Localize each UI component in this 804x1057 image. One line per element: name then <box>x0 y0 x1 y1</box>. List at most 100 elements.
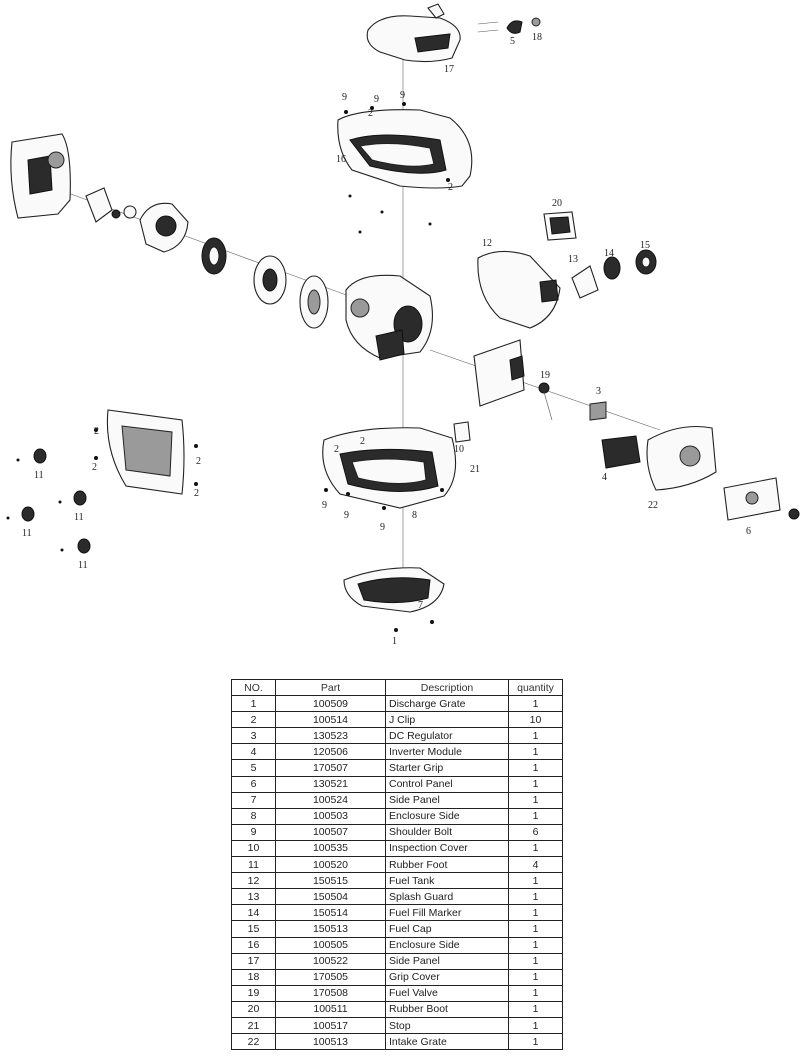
part-inspection-cover <box>453 421 471 443</box>
cell-no: 12 <box>231 872 276 890</box>
callout-2: 2 <box>368 108 373 119</box>
part-cooling-fan <box>299 275 329 329</box>
callout-9: 9 <box>380 522 385 533</box>
cell-quantity: 1 <box>508 872 563 890</box>
callout-21: 21 <box>470 464 480 475</box>
cell-part: 100505 <box>275 936 386 954</box>
callout-16: 16 <box>336 154 346 165</box>
header-no: NO. <box>231 678 276 697</box>
callout-14: 14 <box>604 248 614 259</box>
part-rubber-boot <box>543 211 577 241</box>
cell-description: Inspection Cover <box>385 839 509 858</box>
cell-no: 9 <box>231 823 276 841</box>
cell-part: 150504 <box>275 888 386 906</box>
callout-2: 2 <box>196 456 201 467</box>
cell-no: 19 <box>231 984 276 1002</box>
cell-part: 170505 <box>275 968 386 986</box>
callout-11: 11 <box>78 560 88 571</box>
cell-quantity: 1 <box>508 936 563 954</box>
part-discharge-grate <box>343 567 445 613</box>
callout-9: 9 <box>400 90 405 101</box>
part-inverter-module <box>601 435 641 469</box>
cell-no: 7 <box>231 791 276 809</box>
cell-part: 100509 <box>275 695 386 713</box>
cell-no: 6 <box>231 775 276 793</box>
cell-description: Shoulder Bolt <box>385 823 509 841</box>
callout-1: 1 <box>392 636 397 647</box>
callout-9: 9 <box>342 92 347 103</box>
callout-3: 3 <box>596 386 601 397</box>
cell-no: 21 <box>231 1016 276 1035</box>
cell-description: Starter Grip <box>385 759 509 777</box>
exploded-parts-diagram: 17 5 18 9 2 9 9 16 2 20 12 13 14 15 19 3… <box>6 3 800 647</box>
callout-9: 9 <box>322 500 327 511</box>
cell-description: Intake Grate <box>385 1033 509 1051</box>
cell-no: 1 <box>231 695 276 713</box>
cell-description: Fuel Cap <box>385 920 509 938</box>
part-enclosure-side-top <box>337 109 473 189</box>
cell-part: 100524 <box>275 791 386 809</box>
part-starter-grip <box>477 20 523 34</box>
cell-part: 100514 <box>275 711 386 729</box>
cell-part: 150514 <box>275 904 386 922</box>
part-fuel-cap <box>635 249 657 275</box>
header-description: Description <box>385 678 509 697</box>
cell-description: Enclosure Side <box>385 807 509 825</box>
cell-quantity: 1 <box>508 759 563 777</box>
cell-quantity: 1 <box>508 839 563 858</box>
cell-no: 5 <box>231 759 276 777</box>
cell-quantity: 1 <box>508 920 563 938</box>
hardware-bolts <box>6 102 450 632</box>
cell-part: 100517 <box>275 1016 386 1035</box>
cell-part: 100511 <box>275 1000 386 1018</box>
cell-quantity: 1 <box>508 888 563 906</box>
cell-quantity: 1 <box>508 968 563 986</box>
part-dc-regulator <box>589 401 607 421</box>
callout-11: 11 <box>34 470 44 481</box>
cell-quantity: 6 <box>508 823 563 841</box>
cell-quantity: 10 <box>508 711 563 729</box>
cell-no: 14 <box>231 904 276 922</box>
callout-12: 12 <box>482 238 492 249</box>
cell-description: Fuel Tank <box>385 872 509 890</box>
cell-quantity: 4 <box>508 856 563 874</box>
cell-description: Discharge Grate <box>385 695 509 713</box>
cell-quantity: 1 <box>508 1033 563 1051</box>
table-header-row: NO. Part Description quantity <box>231 678 563 697</box>
cell-description: Fuel Fill Marker <box>385 904 509 922</box>
callout-20: 20 <box>552 198 562 209</box>
part-side-panel-left <box>106 409 185 495</box>
cell-description: Fuel Valve <box>385 984 509 1002</box>
cell-no: 17 <box>231 952 276 970</box>
cell-description: Rubber Foot <box>385 856 509 874</box>
cell-quantity: 1 <box>508 775 563 793</box>
part-control-panel <box>723 477 800 521</box>
cell-no: 22 <box>231 1033 276 1051</box>
callout-11: 11 <box>74 512 84 523</box>
part-grip-cover <box>531 17 541 27</box>
cell-no: 3 <box>231 727 276 745</box>
part-fuel-tank <box>477 250 561 329</box>
callout-10: 10 <box>454 444 464 455</box>
callout-9: 9 <box>374 94 379 105</box>
cell-description: Splash Guard <box>385 888 509 906</box>
cell-part: 130523 <box>275 727 386 745</box>
part-side-panel-top <box>366 3 461 63</box>
callout-2: 2 <box>360 436 365 447</box>
callout-11: 11 <box>22 528 32 539</box>
cell-quantity: 1 <box>508 727 563 745</box>
part-fan-housing <box>85 187 137 223</box>
cell-no: 4 <box>231 743 276 761</box>
